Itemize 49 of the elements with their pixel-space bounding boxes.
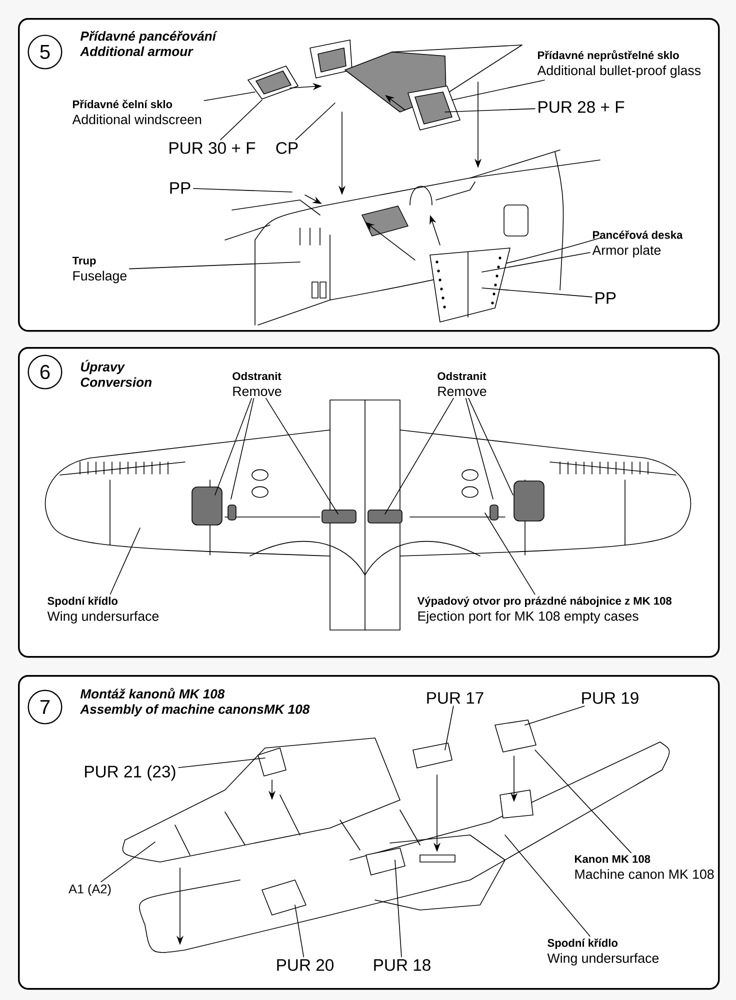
callout-label: PP <box>170 182 190 194</box>
step-number: 6 <box>28 354 62 390</box>
leader-line <box>214 398 252 496</box>
leader-line <box>452 80 545 100</box>
leader-line <box>295 102 336 140</box>
leader-line <box>192 188 292 192</box>
leader-line <box>128 262 300 270</box>
leader-line <box>230 398 254 500</box>
callout-label: Spodní křídlo Wing undersurface <box>547 938 659 966</box>
leader-line <box>220 100 262 140</box>
callout-label: Odstranit Remove <box>438 372 486 396</box>
callout-label: Výpadový otvor pro prázdné nábojnice z MK 108 Ejection port for MK 108 empty cases <box>417 596 672 624</box>
leader-line <box>294 904 304 958</box>
leader-line <box>178 758 266 768</box>
leader-line <box>465 398 494 500</box>
leader-line <box>394 860 402 958</box>
leader-line <box>266 398 338 514</box>
callout-label: Přídavné čelní sklo Additional windscreen <box>72 100 202 124</box>
callout-label: PUR 17 <box>427 692 484 704</box>
callout-label: Kanon MK 108 Machine canon MK 108 <box>575 855 714 879</box>
callout-label: Spodní křídlo Wing undersurface <box>47 596 159 624</box>
callout-label: PUR 28 + F <box>538 101 624 113</box>
leader-line <box>482 252 590 272</box>
leader-line <box>524 706 585 726</box>
leader-line <box>444 706 454 750</box>
callout-label: PUR 21 (23) <box>85 765 176 781</box>
callout-label: Přídavné neprůstřelné sklo Additional bullet-proof glass <box>537 50 701 78</box>
leader-line <box>444 108 536 112</box>
callout-label: Pancéřová deska Armor plate <box>592 230 683 258</box>
leader-line <box>484 512 536 595</box>
step-number: 5 <box>28 34 62 70</box>
step-number: 7 <box>28 690 62 724</box>
callout-label: A1 (A2) <box>68 884 111 896</box>
leader-line <box>110 528 140 595</box>
leader-line <box>384 398 454 514</box>
leader-line <box>504 834 590 937</box>
leader-line <box>482 288 592 298</box>
callout-label: Odstranit Remove <box>232 372 282 396</box>
callout-label: PUR 30 + F <box>170 142 256 154</box>
leader-line <box>468 398 514 496</box>
callout-label: Trup Fuselage <box>72 256 126 284</box>
leader-line <box>100 842 156 882</box>
leader-line <box>534 750 632 854</box>
leader-line <box>204 92 256 102</box>
callout-label: PUR 20 <box>277 959 334 971</box>
callout-label: PP <box>596 292 616 304</box>
callout-label: PUR 19 <box>582 692 638 704</box>
callout-label: PUR 18 <box>374 959 430 971</box>
callout-label: CP <box>276 142 298 154</box>
